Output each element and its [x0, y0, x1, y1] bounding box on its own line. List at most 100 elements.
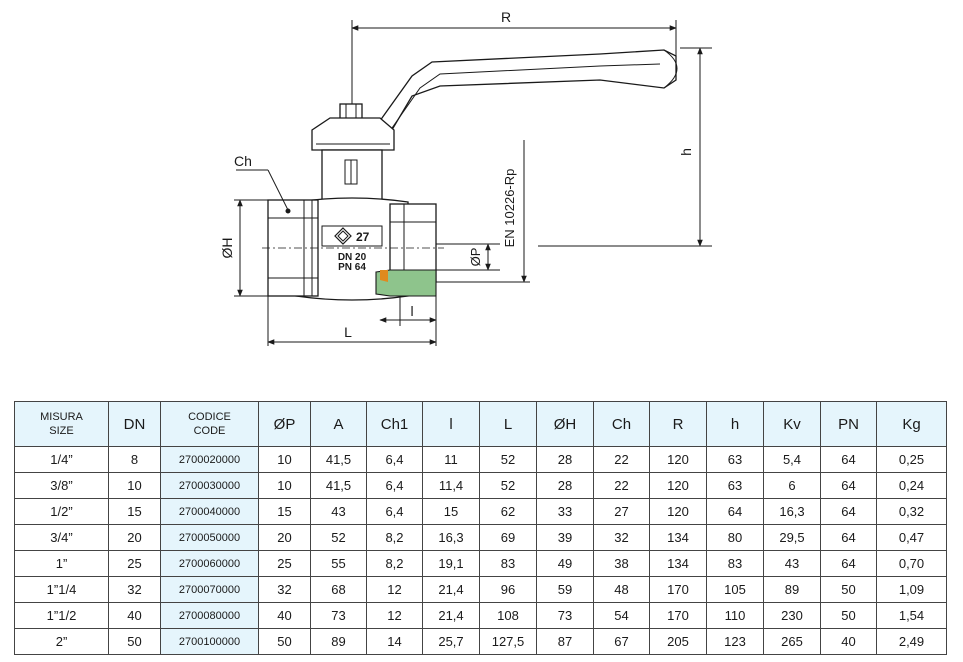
table-cell: 89: [763, 576, 821, 603]
handle-inner-line: [391, 63, 661, 129]
table-cell: 52: [310, 524, 367, 551]
table-cell: 62: [479, 498, 537, 525]
table-cell: 22: [593, 446, 650, 473]
table-cell: 21,4: [422, 602, 480, 629]
handle-grip-end: [663, 49, 678, 89]
handle-hub: [311, 117, 395, 151]
table-cell: 73: [536, 602, 594, 629]
table-cell: 27: [593, 498, 650, 525]
table-cell: 2700100000: [160, 628, 259, 655]
column-header: ØH: [536, 401, 594, 447]
left-hex-nut: [267, 199, 319, 297]
table-cell: 10: [258, 446, 311, 473]
table-cell: 2700070000: [160, 576, 259, 603]
table-cell: 50: [108, 628, 161, 655]
table-cell: 29,5: [763, 524, 821, 551]
table-cell: 32: [258, 576, 311, 603]
table-cell: 55: [310, 550, 367, 577]
table-cell: 0,24: [876, 472, 947, 499]
column-header: A: [310, 401, 367, 447]
table-cell: 2700020000: [160, 446, 259, 473]
table-cell: 2,49: [876, 628, 947, 655]
table-cell: 69: [479, 524, 537, 551]
table-cell: 8,2: [366, 524, 423, 551]
column-header: PN: [820, 401, 877, 447]
table-cell: 32: [108, 576, 161, 603]
label-h: h: [678, 148, 694, 156]
table-cell: 73: [310, 602, 367, 629]
table-cell: 0,47: [876, 524, 947, 551]
table-cell: 64: [820, 472, 877, 499]
table-cell: 8,2: [366, 550, 423, 577]
table-cell: 2700030000: [160, 472, 259, 499]
column-header-line2: SIZE: [49, 425, 74, 437]
table-cell: 2700040000: [160, 498, 259, 525]
label-ch: Ch: [234, 153, 252, 169]
column-header: ØP: [258, 401, 311, 447]
column-header: l: [422, 401, 480, 447]
table-cell: 21,4: [422, 576, 480, 603]
table-cell: 52: [479, 472, 537, 499]
table-cell: 63: [706, 446, 764, 473]
table-cell: 5,4: [763, 446, 821, 473]
table-cell: 134: [649, 524, 707, 551]
table-cell: 8: [108, 446, 161, 473]
table-cell: 2700060000: [160, 550, 259, 577]
table-cell: 6,4: [366, 446, 423, 473]
mark-pn: PN 64: [338, 262, 366, 273]
table-cell: 120: [649, 498, 707, 525]
column-header: Ch: [593, 401, 650, 447]
table-cell: 105: [706, 576, 764, 603]
table-cell: 64: [820, 498, 877, 525]
table-cell: 1”1/2: [14, 602, 109, 629]
table-cell: 6,4: [366, 472, 423, 499]
table-cell: 2700050000: [160, 524, 259, 551]
label-l-upper: L: [344, 324, 352, 340]
table-cell: 10: [108, 472, 161, 499]
table-cell: 52: [479, 446, 537, 473]
column-header: Kg: [876, 401, 947, 447]
label-oh: ØH: [219, 238, 235, 259]
valve-handle: [371, 49, 677, 141]
table-cell: 87: [536, 628, 594, 655]
column-header: Kv: [763, 401, 821, 447]
logo-diamond: [334, 227, 352, 245]
column-header: h: [706, 401, 764, 447]
table-cell: 10: [258, 472, 311, 499]
table-cell: 134: [649, 550, 707, 577]
table-cell: 108: [479, 602, 537, 629]
table-cell: 265: [763, 628, 821, 655]
table-cell: 43: [763, 550, 821, 577]
table-cell: 59: [536, 576, 594, 603]
table-cell: 14: [366, 628, 423, 655]
table-cell: 50: [820, 602, 877, 629]
table-cell: 16,3: [763, 498, 821, 525]
logo-diamond-inner: [337, 230, 349, 242]
table-cell: 83: [479, 550, 537, 577]
label-l-lower: l: [410, 303, 413, 319]
mark-size: 27: [356, 230, 370, 244]
table-cell: 1/4”: [14, 446, 109, 473]
table-cell: 64: [706, 498, 764, 525]
table-cell: 25: [108, 550, 161, 577]
table-cell: 20: [258, 524, 311, 551]
label-op: ØP: [468, 248, 483, 267]
table-cell: 15: [258, 498, 311, 525]
column-header-line1: MISURA: [40, 411, 83, 423]
table-cell: 54: [593, 602, 650, 629]
table-cell: 0,32: [876, 498, 947, 525]
table-cell: 3/8”: [14, 472, 109, 499]
table-cell: 89: [310, 628, 367, 655]
table-cell: 170: [649, 602, 707, 629]
column-header-line2: CODE: [193, 425, 226, 437]
table-cell: 15: [422, 498, 480, 525]
table-cell: 22: [593, 472, 650, 499]
table-cell: 15: [108, 498, 161, 525]
